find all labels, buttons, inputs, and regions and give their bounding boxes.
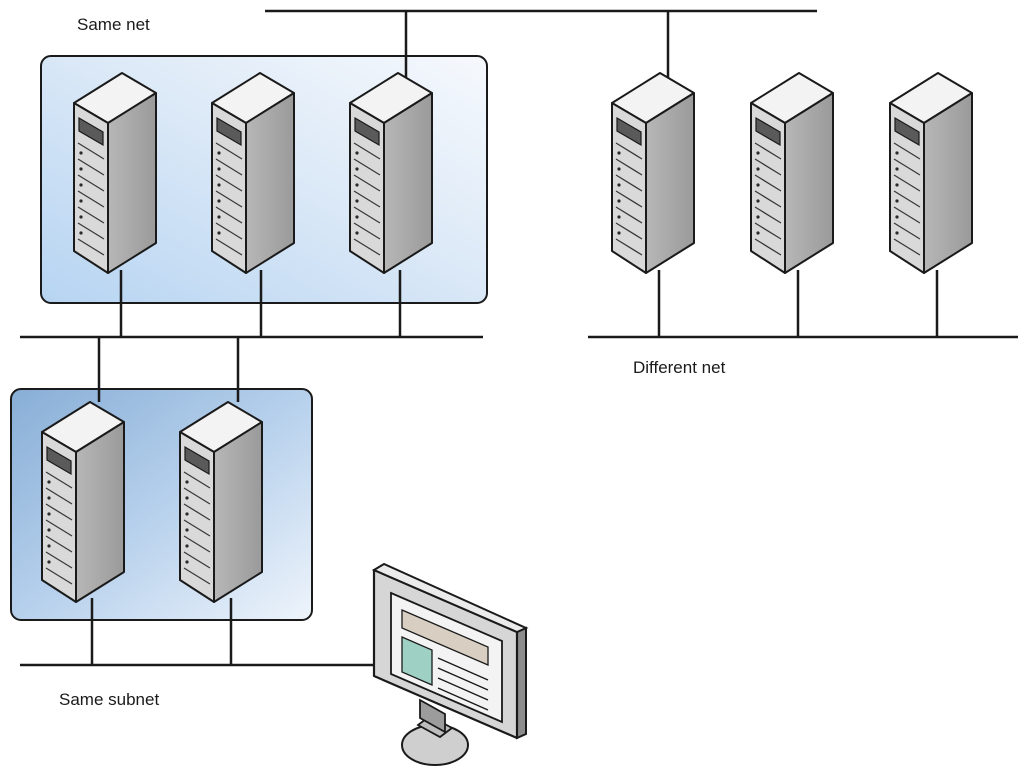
- same-net-label: Same net: [77, 15, 150, 34]
- server-icon: [750, 72, 834, 274]
- monitor-icon: [371, 562, 529, 766]
- network-lines: [20, 9, 1018, 667]
- different-net-label: Different net: [633, 358, 726, 377]
- same-net-servers: [73, 72, 433, 274]
- server-icon: [611, 72, 695, 274]
- different-net-servers: [611, 72, 973, 274]
- same-subnet-label: Same subnet: [59, 690, 160, 709]
- server-icon: [179, 401, 263, 603]
- server-icon: [889, 72, 973, 274]
- server-icon: [349, 72, 433, 274]
- server-icon: [211, 72, 295, 274]
- server-icon: [73, 72, 157, 274]
- server-icon: [41, 401, 125, 603]
